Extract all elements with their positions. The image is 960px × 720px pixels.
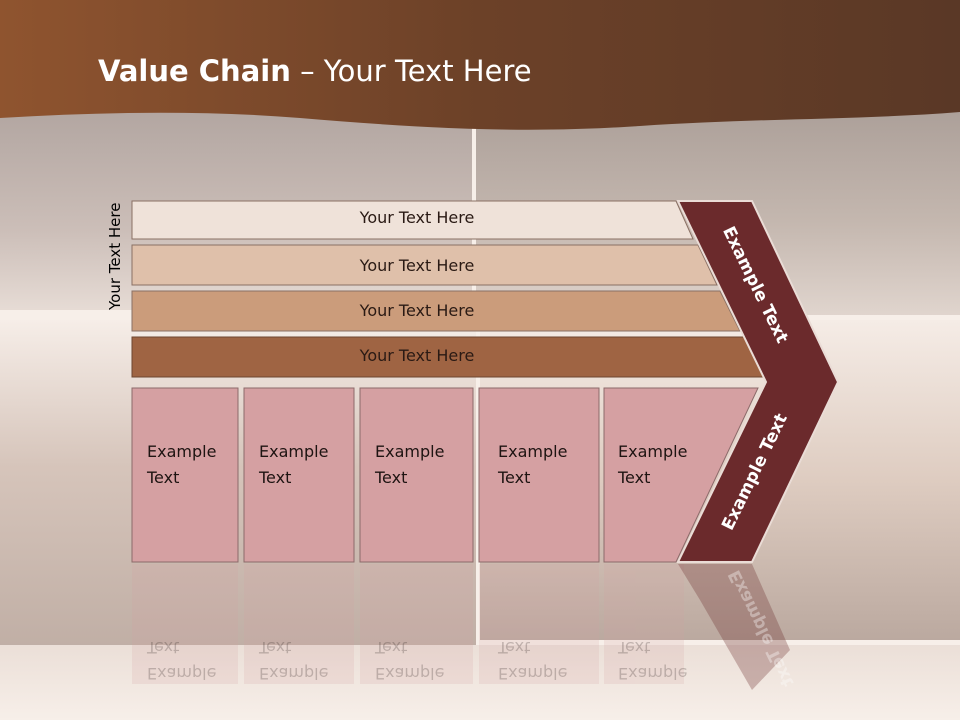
background-photo-strip — [0, 645, 960, 720]
bar-1-label: Your Text Here — [359, 208, 475, 227]
page-title: Value Chain – Your Text Here — [98, 54, 532, 88]
cell-4 — [478, 387, 600, 563]
cell-4-label: Example Text — [498, 442, 568, 487]
cell-3 — [359, 387, 474, 563]
cell-3-label: Example Text — [375, 442, 445, 487]
cell-4-reflection: Example Text — [498, 638, 568, 683]
bar-3 — [131, 290, 741, 332]
title-bold: Value Chain — [98, 54, 291, 88]
cell-2 — [243, 387, 355, 563]
title-rest: – Your Text Here — [290, 54, 532, 88]
header-band — [0, 0, 960, 130]
cell-3-reflection: Example Text — [375, 638, 445, 683]
bar-2-label: Your Text Here — [359, 256, 475, 275]
cell-5 — [603, 387, 759, 563]
cell-5-reflection: Example Text — [618, 638, 688, 683]
cell-1 — [131, 387, 239, 563]
bar-3-label: Your Text Here — [359, 301, 475, 320]
bar-4-label: Your Text Here — [359, 346, 475, 365]
cell-1-reflection: Example Text — [147, 638, 217, 683]
cell-2-reflection: Example Text — [259, 638, 329, 683]
cell-2-label: Example Text — [259, 442, 329, 487]
cells-reflection — [132, 564, 684, 684]
chevron-reflection — [678, 564, 790, 690]
bar-1 — [131, 200, 694, 240]
chevron-arrow — [676, 200, 840, 563]
cell-1-label: Example Text — [147, 442, 217, 487]
cell-5-label: Example Text — [618, 442, 688, 487]
bar-2 — [131, 244, 718, 286]
